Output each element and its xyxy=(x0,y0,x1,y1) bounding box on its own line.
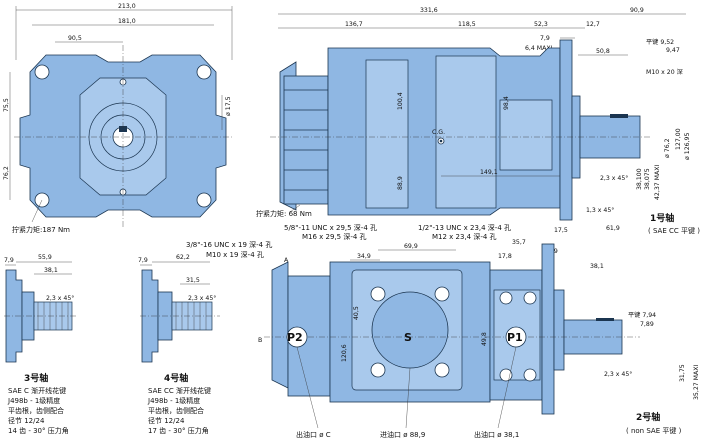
note-mid2: M10 x 19 深-4 孔 xyxy=(206,250,264,259)
shaft4-view: 7,9 62,2 31,5 2,3 x 45° 4号轴 SAE CC 渐开线花键… xyxy=(138,254,220,435)
dim-side-thread: M10 x 20 深 xyxy=(646,68,683,76)
dim-b-38: 38,1 xyxy=(590,263,604,270)
shaft3-l3: 平齿根，齿侧配合 xyxy=(8,406,64,415)
dim-b-35max: 35,27 MAXI xyxy=(693,365,700,400)
note-right2: M12 x 23,4 深-4 孔 xyxy=(432,232,497,241)
dim-s4-31: 31,5 xyxy=(186,277,200,284)
dim-side-dia76: ø 76,2 xyxy=(664,138,671,158)
dim-side-38a: 38,100 xyxy=(636,168,643,190)
dim-side-b: 118,5 xyxy=(458,21,476,28)
dim-b-17: 17,8 xyxy=(498,253,512,260)
dim-b-chamfer: 2,3 x 45° xyxy=(604,370,632,378)
dim-side-d: 12,7 xyxy=(586,21,600,28)
dim-s3-38: 38,1 xyxy=(44,267,58,274)
dim-s3-7: 7,9 xyxy=(4,257,14,264)
shaft4-l4: 径节 12/24 xyxy=(148,416,185,425)
label-a: A xyxy=(284,257,289,264)
dim-side-chamfer: 2,3 x 45° xyxy=(600,174,628,182)
note-left2: M16 x 29,5 深-4 孔 xyxy=(302,232,367,241)
dim-side-h3: 88,9 xyxy=(397,176,404,190)
note-mid: 3/8"-16 UNC x 19 深-4 孔 xyxy=(186,240,272,249)
dim-side-chamfer2: 1,3 x 45° xyxy=(586,206,614,214)
dim-b-key: 平键 7,94 xyxy=(628,311,656,319)
shaft4-l2: J498b - 1级精度 xyxy=(147,396,200,405)
dim-side-total: 331,6 xyxy=(420,7,438,14)
dim-side-dia127a: 127,00 xyxy=(675,128,682,150)
shaft1-title: 1号轴 xyxy=(650,212,674,224)
dim-side-key: 平键 9,52 xyxy=(646,38,674,46)
dim-side-38b: 38,075 xyxy=(644,168,651,190)
dim-side-42: 42,37 MAXI xyxy=(654,165,661,200)
dim-b-49: 49,8 xyxy=(481,332,488,346)
dim-side-cg: C.G. xyxy=(432,129,445,136)
dim-front-offset: 90,5 xyxy=(68,35,82,42)
dim-b-34: 34,9 xyxy=(357,253,371,260)
dim-b-61: 61,9 xyxy=(606,225,620,232)
dim-front-mount: 181,0 xyxy=(118,18,136,25)
note-right: 1/2"-13 UNC x 23,4 深-4 孔 xyxy=(418,223,511,232)
shaft3-view: 7,9 55,9 38,1 2,3 x 45° 3号轴 SAE C 渐开线花键 … xyxy=(4,254,78,435)
dim-side-a: 136,7 xyxy=(345,21,363,28)
bottom-view: 3/8"-16 UNC x 19 深-4 孔 M10 x 19 深-4 孔 5/… xyxy=(186,223,700,439)
shaft3-l4: 径节 12/24 xyxy=(8,416,45,425)
shaft2-title: 2号轴 xyxy=(636,411,660,423)
shaft3-l5: 14 齿 - 30° 压力角 xyxy=(8,426,69,435)
front-view: 213,0 181,0 90,5 75,5 76,2 ø 17,5 拧紧力矩:1… xyxy=(3,3,234,234)
side-view: 331,6 90,9 136,7 118,5 52,3 12,7 7,9 6,4… xyxy=(256,7,700,235)
label-b: B xyxy=(258,337,262,344)
dim-side-g: 50,8 xyxy=(596,48,610,55)
dim-side-c: 52,3 xyxy=(534,21,548,28)
dim-side-149: 149,1 xyxy=(480,169,498,176)
dim-front-dia: ø 17,5 xyxy=(225,96,232,116)
dim-b-35: 35,7 xyxy=(512,239,526,246)
shaft1-sub: ( SAE CC 平键 ) xyxy=(648,226,700,235)
shaft4-l1: SAE CC 渐开线花键 xyxy=(148,386,211,395)
port-p1: P1 xyxy=(507,331,523,344)
dim-b-key2: 7,89 xyxy=(640,321,654,328)
outlet-c-label: 出油口 ø C xyxy=(296,430,331,439)
dim-side-right: 90,9 xyxy=(630,7,644,14)
dim-b-31: 31,75 xyxy=(679,364,686,382)
shaft2-sub: ( non SAE 平键 ) xyxy=(626,426,682,435)
shaft4-l5: 17 齿 - 30° 压力角 xyxy=(148,426,209,435)
shaft3-l1: SAE C 渐开线花键 xyxy=(8,386,66,395)
dim-side-key2: 9,47 xyxy=(666,47,680,54)
dim-b-40: 40,5 xyxy=(353,306,360,320)
dim-b-17b: 17,5 xyxy=(554,227,568,234)
dim-side-h1: 100,4 xyxy=(397,92,404,110)
dim-side-dia127b: ø 126,95 xyxy=(684,133,691,160)
inlet-label: 进油口 ø 88,9 xyxy=(380,430,425,439)
dim-side-h2: 98,4 xyxy=(503,96,510,110)
port-s: S xyxy=(404,331,412,344)
shaft3-title: 3号轴 xyxy=(24,372,48,384)
front-torque-label: 拧紧力矩:187 Nm xyxy=(12,225,70,234)
dim-s3-chamfer: 2,3 x 45° xyxy=(46,294,74,302)
side-torque-label: 拧紧力矩: 68 Nm xyxy=(256,209,312,218)
dim-s4-62: 62,2 xyxy=(176,254,190,261)
dim-s4-chamfer: 2,3 x 45° xyxy=(188,294,216,302)
port-p2: P2 xyxy=(287,331,303,344)
dim-s3-55: 55,9 xyxy=(38,254,52,261)
dim-b-69: 69,9 xyxy=(404,243,418,250)
dim-s4-7: 7,9 xyxy=(138,257,148,264)
note-left: 5/8"-11 UNC x 29,5 深-4 孔 xyxy=(284,223,377,232)
outlet-38-label: 出油口 ø 38,1 xyxy=(474,430,519,439)
dim-b-120: 120,6 xyxy=(341,344,348,362)
dim-front-total: 213,0 xyxy=(118,3,136,10)
shaft4-title: 4号轴 xyxy=(164,372,188,384)
dim-front-height-bottom: 76,2 xyxy=(3,166,10,180)
shaft4-l3: 平齿根，齿侧配合 xyxy=(148,406,204,415)
dim-side-e: 7,9 xyxy=(540,35,550,42)
dim-side-f: 6,4 MAXI xyxy=(525,45,553,52)
shaft3-l2: J498b - 1级精度 xyxy=(7,396,60,405)
dim-front-height-top: 75,5 xyxy=(3,98,10,112)
